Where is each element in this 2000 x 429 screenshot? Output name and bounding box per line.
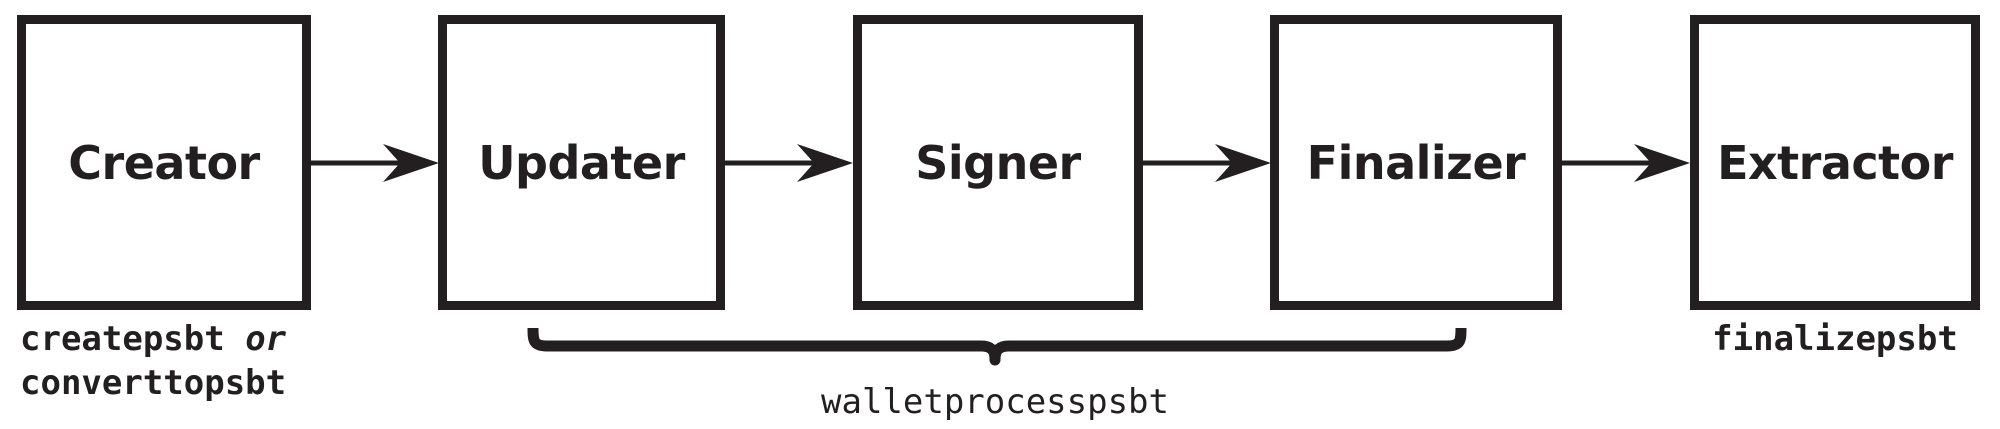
stage-label-signer: Signer xyxy=(915,135,1081,190)
command-connector-or: or xyxy=(245,319,287,359)
arrow-signer-to-finalizer xyxy=(1143,144,1271,182)
stage-label-creator: Creator xyxy=(68,135,260,190)
command-converttopsbt: converttopsbt xyxy=(20,362,287,403)
command-createpsbt: createpsbt xyxy=(20,319,225,359)
stage-box-extractor: Extractor xyxy=(1690,15,1980,310)
stage-box-finalizer: Finalizer xyxy=(1270,15,1562,310)
stage-box-updater: Updater xyxy=(438,15,725,310)
command-label-extractor: finalizepsbt xyxy=(1690,318,1980,362)
stage-label-updater: Updater xyxy=(478,135,685,190)
command-finalizepsbt: finalizepsbt xyxy=(1712,319,1958,359)
command-label-creator: createpsbt or converttopsbt xyxy=(20,318,286,405)
arrow-creator-to-updater xyxy=(311,144,439,182)
group-brace-caption: walletprocesspsbt xyxy=(695,382,1295,422)
arrow-finalizer-to-extractor xyxy=(1562,144,1690,182)
stage-box-signer: Signer xyxy=(853,15,1143,310)
command-line-2: converttopsbt xyxy=(20,362,286,406)
arrow-updater-to-signer xyxy=(725,144,853,182)
stage-label-extractor: Extractor xyxy=(1717,135,1953,190)
group-brace-label: walletprocesspsbt xyxy=(821,382,1169,422)
command-line-1: createpsbt or xyxy=(20,318,286,362)
group-brace xyxy=(527,327,1467,366)
stage-label-finalizer: Finalizer xyxy=(1306,135,1526,190)
stage-box-creator: Creator xyxy=(17,15,311,310)
